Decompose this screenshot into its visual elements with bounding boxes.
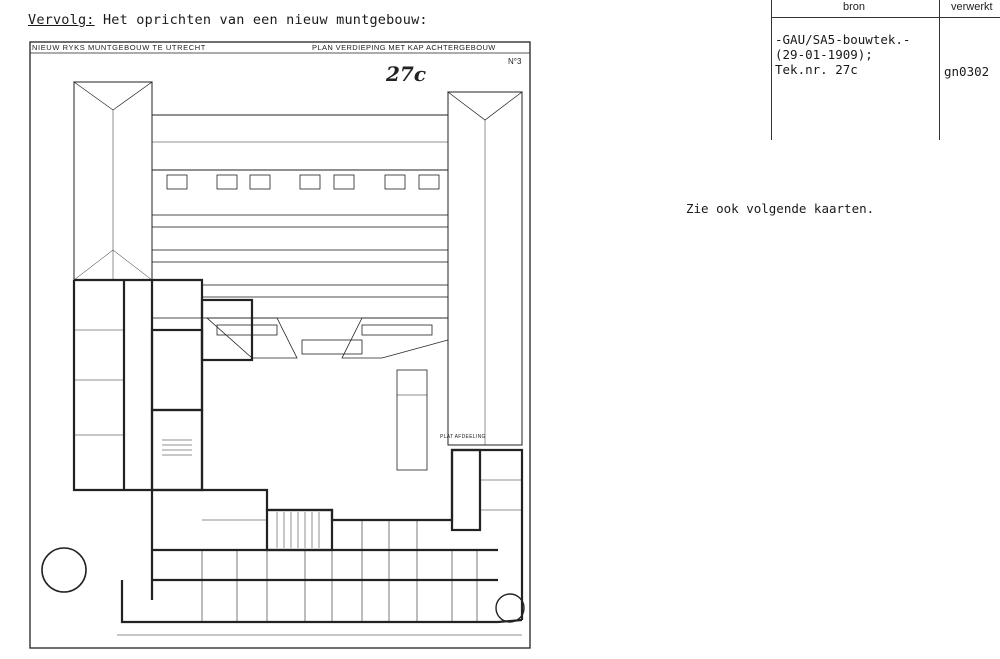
table-divider [771,0,772,140]
drawing-title-right: PLAN VERDIEPING MET KAP ACHTERGEBOUW [312,43,496,52]
drawing-room-label: PLAT AFDEELING [440,434,486,440]
page-heading: Vervolg: Het oprichten van een nieuw mun… [28,12,428,28]
source-reference: -GAU/SA5-bouwtek.- (29-01-1909); Tek.nr.… [775,32,910,77]
source-table: bron verwerkt [771,0,1000,140]
table-divider [939,0,940,140]
column-header-bron: bron [843,1,866,13]
heading-text: Het oprichten van een nieuw muntgebouw: [102,12,428,28]
source-line: -GAU/SA5-bouwtek.- [775,32,911,47]
see-also-note: Zie ook volgende kaarten. [686,201,875,216]
drawing-sheet-number: N°3 [508,57,522,66]
source-line: (29-01-1909); [775,47,873,62]
drawing-title-left: NIEUW RYKS MUNTGEBOUW TE UTRECHT [32,43,206,52]
column-header-verwerkt: verwerkt [951,1,993,13]
floor-plan-drawing: NIEUW RYKS MUNTGEBOUW TE UTRECHT PLAN VE… [22,40,534,654]
table-header-rule [771,17,1000,18]
heading-lead: Vervolg: [28,12,95,28]
drawing-stamp: 27c [386,62,427,86]
floor-plan-svg [29,41,531,649]
verwerkt-value: gn0302 [944,64,990,79]
source-line: Tek.nr. 27c [775,62,858,77]
